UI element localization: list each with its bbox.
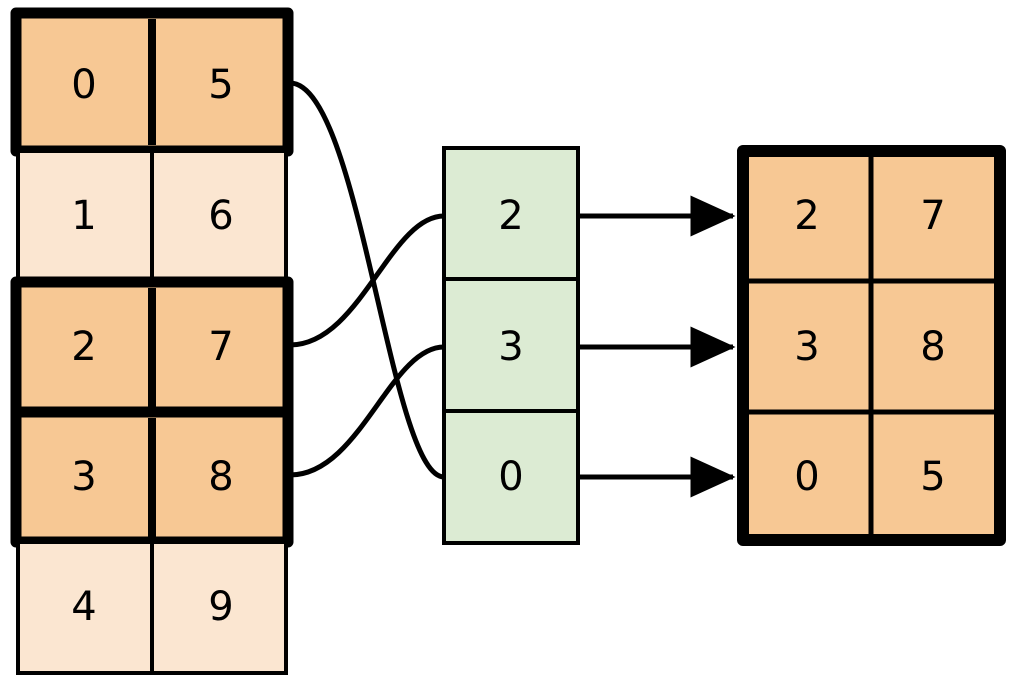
- source-row-2[interactable]: 2 7: [10, 276, 294, 418]
- source-cell-0-0: 0: [71, 62, 96, 108]
- connector-row2-to-index0: [287, 213, 447, 348]
- index-row-0-outline[interactable]: [442, 146, 580, 281]
- result-cell-0-1: 7: [920, 193, 945, 239]
- source-cell-2-1: 7: [208, 324, 233, 370]
- source-cell-1-0: 1: [71, 193, 96, 239]
- index-cell-1: 3: [498, 324, 523, 370]
- source-cell-0-1: 5: [208, 62, 233, 108]
- index-cell-0: 2: [498, 193, 523, 239]
- result-cell-2-0: 0: [794, 454, 819, 500]
- result-row-0[interactable]: 2 7: [794, 193, 945, 239]
- index-cell-2: 0: [498, 454, 523, 500]
- source-table: 0 5 1 6 2 7 3 8: [10, 7, 294, 675]
- connector-row3-to-index1: [287, 344, 447, 478]
- result-table: 2 7 3 8 0 5: [737, 145, 1006, 546]
- arrow-group: [578, 195, 736, 498]
- source-row-4[interactable]: 4 9: [16, 540, 288, 675]
- source-cell-2-0: 2: [71, 324, 96, 370]
- result-cell-2-1: 5: [920, 454, 945, 500]
- result-cell-0-0: 2: [794, 193, 819, 239]
- result-cell-1-0: 3: [794, 324, 819, 370]
- source-cell-4-1: 9: [208, 584, 233, 630]
- source-cell-1-1: 6: [208, 193, 233, 239]
- source-cell-4-0: 4: [71, 584, 96, 630]
- result-cell-1-1: 8: [920, 324, 945, 370]
- result-row-1[interactable]: 3 8: [794, 324, 945, 370]
- source-row-3[interactable]: 3 8: [10, 406, 294, 548]
- source-row-1[interactable]: 1 6: [16, 149, 288, 284]
- source-cell-3-1: 8: [208, 454, 233, 500]
- index-column: 2 3 0: [442, 146, 580, 545]
- connector-group: [287, 80, 447, 480]
- result-row-2[interactable]: 0 5: [794, 454, 945, 500]
- source-cell-3-0: 3: [71, 454, 96, 500]
- source-row-0[interactable]: 0 5: [10, 7, 294, 157]
